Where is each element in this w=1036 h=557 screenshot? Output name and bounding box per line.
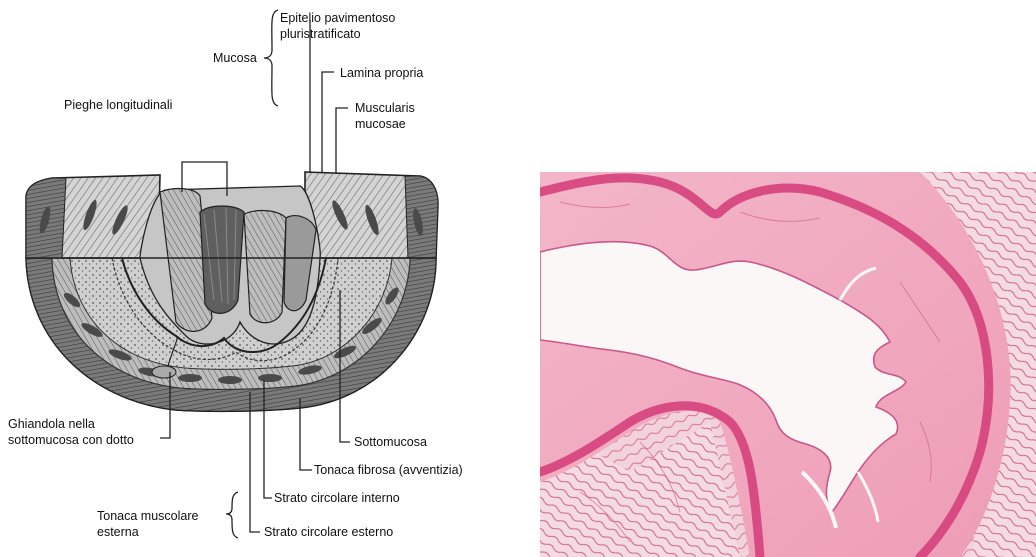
label-tonaca-muscolare-line-2: esterna: [97, 524, 198, 540]
label-epitelio-line-2: pluristratificato: [280, 26, 395, 42]
label-pieghe-text: Pieghe longitudinali: [64, 98, 172, 112]
label-muscularis-mucosae: Muscularis mucosae: [355, 100, 415, 132]
label-strato-interno-text: Strato circolare interno: [274, 491, 400, 505]
label-ghiandola-line-1: Ghiandola nella: [8, 416, 134, 432]
label-pieghe-longitudinali: Pieghe longitudinali: [64, 97, 172, 113]
label-strato-circolare-esterno: Strato circolare esterno: [264, 524, 393, 540]
label-tonaca-fibrosa: Tonaca fibrosa (avventizia): [314, 462, 463, 478]
label-sottomucosa-text: Sottomucosa: [354, 435, 427, 449]
label-ghiandola-line-2: sottomucosa con dotto: [8, 432, 134, 448]
label-muscularis-line-2: mucosae: [355, 116, 415, 132]
esophagus-bowl: [26, 172, 438, 411]
label-strato-circolare-interno: Strato circolare interno: [274, 490, 400, 506]
label-tonaca-muscolare-line-1: Tonaca muscolare: [97, 508, 198, 524]
label-muscularis-line-1: Muscularis: [355, 100, 415, 116]
micrograph-drawing: [540, 172, 1036, 557]
label-lamina-propria: Lamina propria: [340, 65, 423, 81]
label-ghiandola: Ghiandola nella sottomucosa con dotto: [8, 416, 134, 448]
label-mucosa-text: Mucosa: [213, 51, 257, 65]
label-tonaca-muscolare: Tonaca muscolare esterna: [97, 508, 198, 540]
histology-micrograph: [540, 172, 1036, 557]
label-mucosa: Mucosa: [213, 50, 257, 66]
label-epitelio: Epitelio pavimentoso pluristratificato: [280, 10, 395, 42]
label-strato-esterno-text: Strato circolare esterno: [264, 525, 393, 539]
label-lamina-propria-text: Lamina propria: [340, 66, 423, 80]
label-epitelio-line-1: Epitelio pavimentoso: [280, 10, 395, 26]
label-sottomucosa: Sottomucosa: [354, 434, 427, 450]
label-tonaca-fibrosa-text: Tonaca fibrosa (avventizia): [314, 463, 463, 477]
